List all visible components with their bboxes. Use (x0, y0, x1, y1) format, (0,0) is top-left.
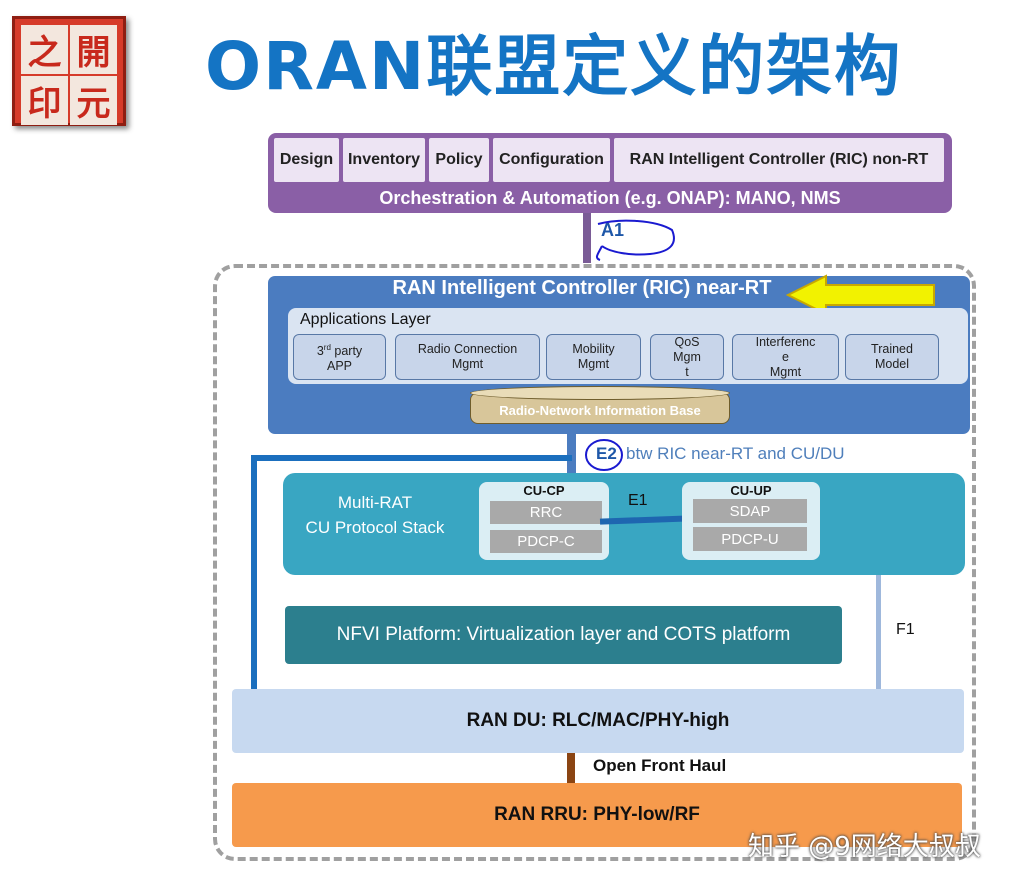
cu-cp-title: CU-CP (523, 482, 565, 498)
inventory-box: Inventory (343, 138, 425, 182)
app-box-trained-model: Trained Model (845, 334, 939, 380)
app-line: Model (874, 357, 910, 371)
app-line: Mgmt (577, 357, 610, 371)
f1-label: F1 (896, 621, 915, 638)
ric-near-rt-title: RAN Intelligent Controller (RIC) near-RT (392, 276, 772, 299)
app-third-party-line2: APP (326, 359, 352, 374)
f1-connector (876, 575, 881, 690)
pdcp-c-box: PDCP-C (490, 530, 602, 553)
rnib-cylinder-top (470, 386, 730, 400)
nfvi-platform: NFVI Platform: Virtualization layer and … (285, 606, 842, 664)
a1-label: A1 (601, 220, 625, 240)
orchestration-label: Orchestration & Automation (e.g. ONAP): … (379, 187, 841, 208)
e2-label: E2 (596, 444, 617, 463)
logo-char: 開 (70, 25, 117, 74)
e1-label: E1 (628, 492, 648, 509)
ran-dashed-boundary (213, 264, 976, 861)
cu-block (283, 473, 965, 575)
app-line: t (685, 364, 689, 379)
e2-circle-annotation (585, 439, 623, 471)
sdap-box: SDAP (693, 499, 807, 523)
app-line: Mgm (673, 349, 701, 364)
app-third-party-post: party (330, 344, 363, 359)
applications-layer-label: Applications Layer (300, 311, 431, 328)
rrc-box: RRC (490, 501, 602, 524)
logo-char: 之 (21, 25, 68, 74)
app-box-qos: QoS Mgm t (650, 334, 724, 380)
app-line: Mobility (572, 342, 615, 356)
ric-non-rt-box: RAN Intelligent Controller (RIC) non-RT (614, 138, 944, 182)
open-front-haul-label: Open Front Haul (593, 756, 727, 775)
watermark: 知乎 @9网络大叔叔 (748, 832, 981, 862)
pdcp-u-box: PDCP-U (693, 527, 807, 551)
app-line: QoS (674, 334, 700, 349)
ran-rru-block: RAN RRU: PHY-low/RF (232, 783, 962, 847)
app-third-party-pre: 3 (316, 344, 324, 359)
e2-description: btw RIC near-RT and CU/DU (626, 444, 845, 463)
rnib-label: Radio-Network Information Base (499, 402, 701, 418)
cu-label: Multi-RAT CU Protocol Stack (290, 490, 460, 540)
logo-char: 元 (70, 76, 117, 125)
ran-du-block: RAN DU: RLC/MAC/PHY-high (232, 689, 964, 753)
cu-up-title: CU-UP (730, 482, 772, 498)
page-title: ORAN联盟定义的架构 (205, 28, 903, 105)
app-box-mobility: Mobility Mgmt (546, 334, 641, 380)
app-box-third-party: 3rd party APP (293, 334, 386, 380)
cu-label-line: Multi-RAT (337, 493, 413, 512)
nfvi-label: NFVI Platform: Virtualization layer and … (336, 624, 791, 645)
open-front-haul-connector (567, 753, 575, 783)
a1-circle-annotation (595, 219, 675, 261)
app-box-interference: Interferenc e Mgmt (732, 334, 839, 380)
app-line: Mgmt (769, 364, 802, 379)
ran-du-label: RAN DU: RLC/MAC/PHY-high (466, 710, 730, 731)
logo-char: 印 (21, 76, 68, 125)
app-line: Trained (871, 342, 913, 356)
a1-connector (583, 213, 591, 263)
app-line: Interferenc (755, 334, 816, 349)
cu-label-line: CU Protocol Stack (305, 518, 445, 537)
app-line: e (782, 349, 789, 364)
design-box: Design (274, 138, 339, 182)
configuration-box: Configuration (493, 138, 610, 182)
e2-link-horizontal (251, 455, 572, 461)
policy-box: Policy (429, 138, 489, 182)
e2-link-vertical (251, 456, 257, 690)
app-line: Radio Connection (417, 342, 518, 356)
ran-rru-label: RAN RRU: PHY-low/RF (494, 804, 700, 825)
app-line: Mgmt (451, 357, 484, 371)
app-box-radio-connection: Radio Connection Mgmt (395, 334, 540, 380)
app-third-party-sup: rd (323, 342, 331, 352)
logo-seal: 之 開 印 元 (12, 16, 126, 126)
e2-connector (567, 434, 576, 474)
